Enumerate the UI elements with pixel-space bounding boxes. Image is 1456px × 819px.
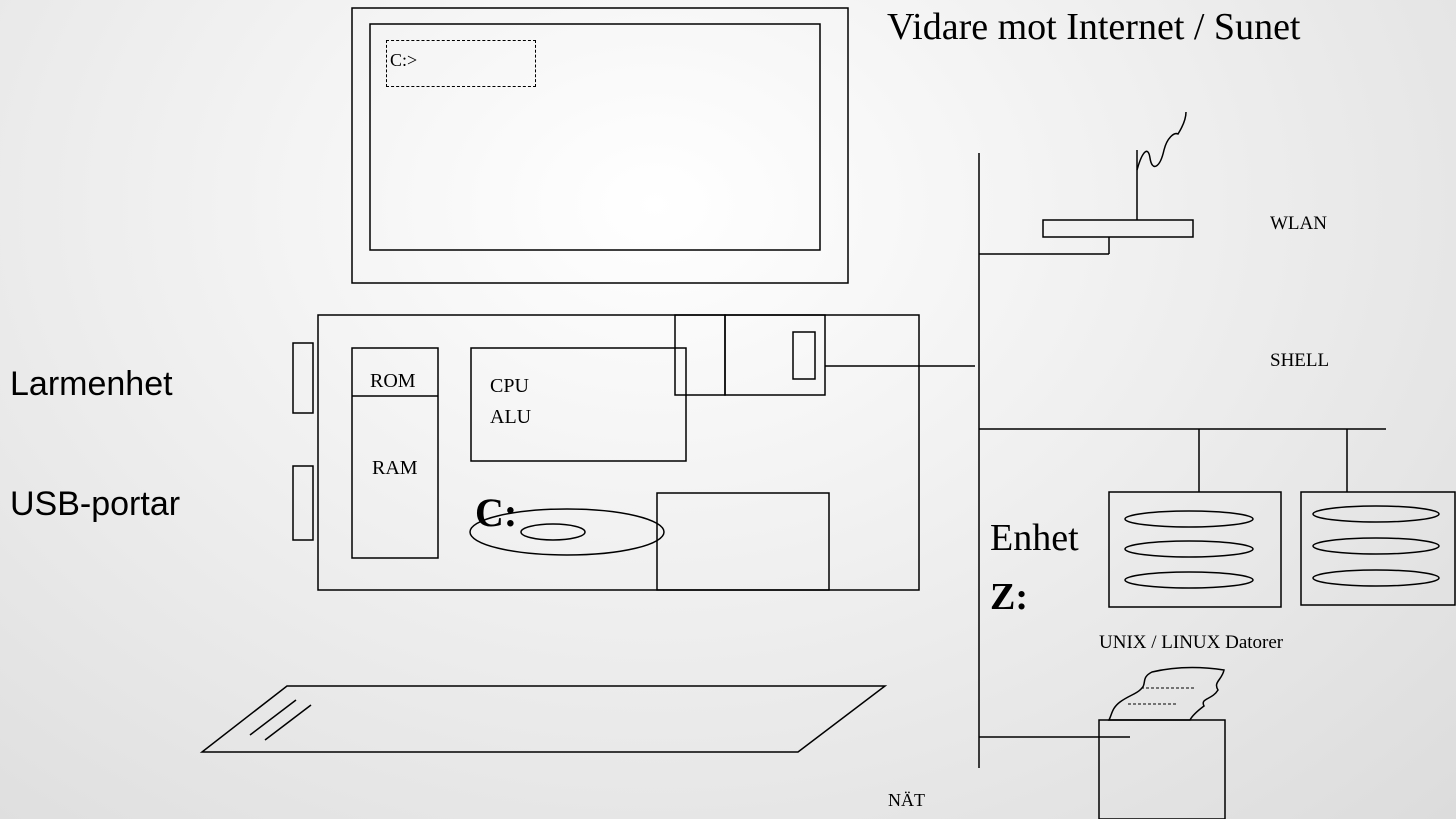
unix-linux-label: UNIX / LINUX Datorer [1099,632,1284,653]
alarm-port [292,342,314,414]
cpu-box [470,347,687,462]
keyboard-stroke-2 [264,704,312,741]
network-port [792,331,816,380]
drive-c-label: C: [475,490,518,535]
wlan-antenna-icon [1136,111,1187,171]
ram-label: RAM [372,457,418,479]
drive-z-letter: Z: [990,576,1028,618]
power-supply [656,492,830,591]
keyboard-stroke-1 [249,699,297,736]
wlan-access-point [1042,219,1194,238]
server-2-disk-2 [1312,537,1440,555]
command-prompt-box [386,40,536,87]
rom-label: ROM [370,370,416,392]
unix-server-2 [1300,491,1456,606]
server-1-disk-2 [1124,540,1254,558]
server-2-disk-1 [1312,505,1440,523]
case-outline [317,314,920,591]
printer-paper-icon [1107,666,1225,721]
hard-disk-hub [520,523,586,541]
server-1-disk-3 [1124,571,1254,589]
server-1-disk-1 [1124,510,1254,528]
usb-ports-label: USB-portar [10,485,181,523]
monitor-screen [369,23,821,251]
memory-block [351,347,439,559]
monitor [351,7,849,284]
server-2-disk-3 [1312,569,1440,587]
shell-label: SHELL [1270,350,1330,371]
printer-body [1098,719,1226,819]
alarm-unit-label: Larmenhet [10,365,173,403]
drive-z-label: Enhet [990,517,1079,559]
command-prompt: C:> [390,50,418,70]
keyboard [199,685,888,753]
hard-disk-platter [469,508,665,556]
wlan-label: WLAN [1270,213,1327,234]
computer-case [292,314,920,591]
net-label: NÄT [888,790,925,810]
cpu-label: CPU [490,375,529,397]
keyboard-outline [199,685,888,753]
alu-label: ALU [490,406,532,428]
network [825,111,1456,819]
network-card [724,314,826,396]
headline: Vidare mot Internet / Sunet [887,6,1301,48]
monitor-frame [351,7,849,284]
usb-port [292,465,314,541]
unix-server-1 [1108,491,1282,608]
slot-left [674,314,726,396]
